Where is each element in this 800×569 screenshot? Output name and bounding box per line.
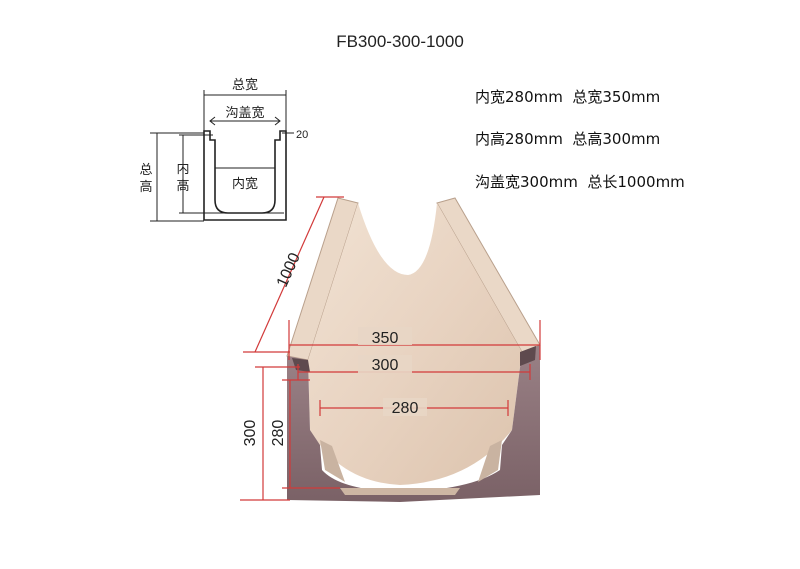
spec-cover-length: 沟盖宽300mm 总长1000mm xyxy=(475,173,685,191)
label-total-width: 总宽 xyxy=(232,77,258,93)
dim-1000: 1000 xyxy=(274,250,304,290)
dim-350: 350 xyxy=(372,330,399,347)
dim-280: 280 xyxy=(392,400,419,417)
channel-3d-illustration xyxy=(286,197,541,502)
spec-height: 内高280mm 总高300mm xyxy=(475,130,661,148)
label-total-height-a: 总 xyxy=(139,163,152,178)
label-inner-height-b: 高 xyxy=(176,178,189,194)
dimension-lines xyxy=(240,196,541,501)
dimension-labels: 350 300 280 1000 300 280 xyxy=(242,250,427,446)
label-inner-width: 内宽 xyxy=(232,176,258,192)
label-cover-width: 沟盖宽 xyxy=(225,105,264,121)
cross-section-diagram xyxy=(150,90,294,222)
label-total-height-b: 高 xyxy=(139,179,152,195)
dim-300: 300 xyxy=(372,357,399,374)
product-title: FB300-300-1000 xyxy=(336,32,464,51)
dim-total-height-300: 300 xyxy=(242,420,259,447)
spec-width: 内宽280mm 总宽350mm xyxy=(475,88,661,106)
dim-inner-height-280: 280 xyxy=(270,420,287,447)
label-lip: 20 xyxy=(296,129,308,141)
label-inner-height-a: 内 xyxy=(176,161,189,177)
